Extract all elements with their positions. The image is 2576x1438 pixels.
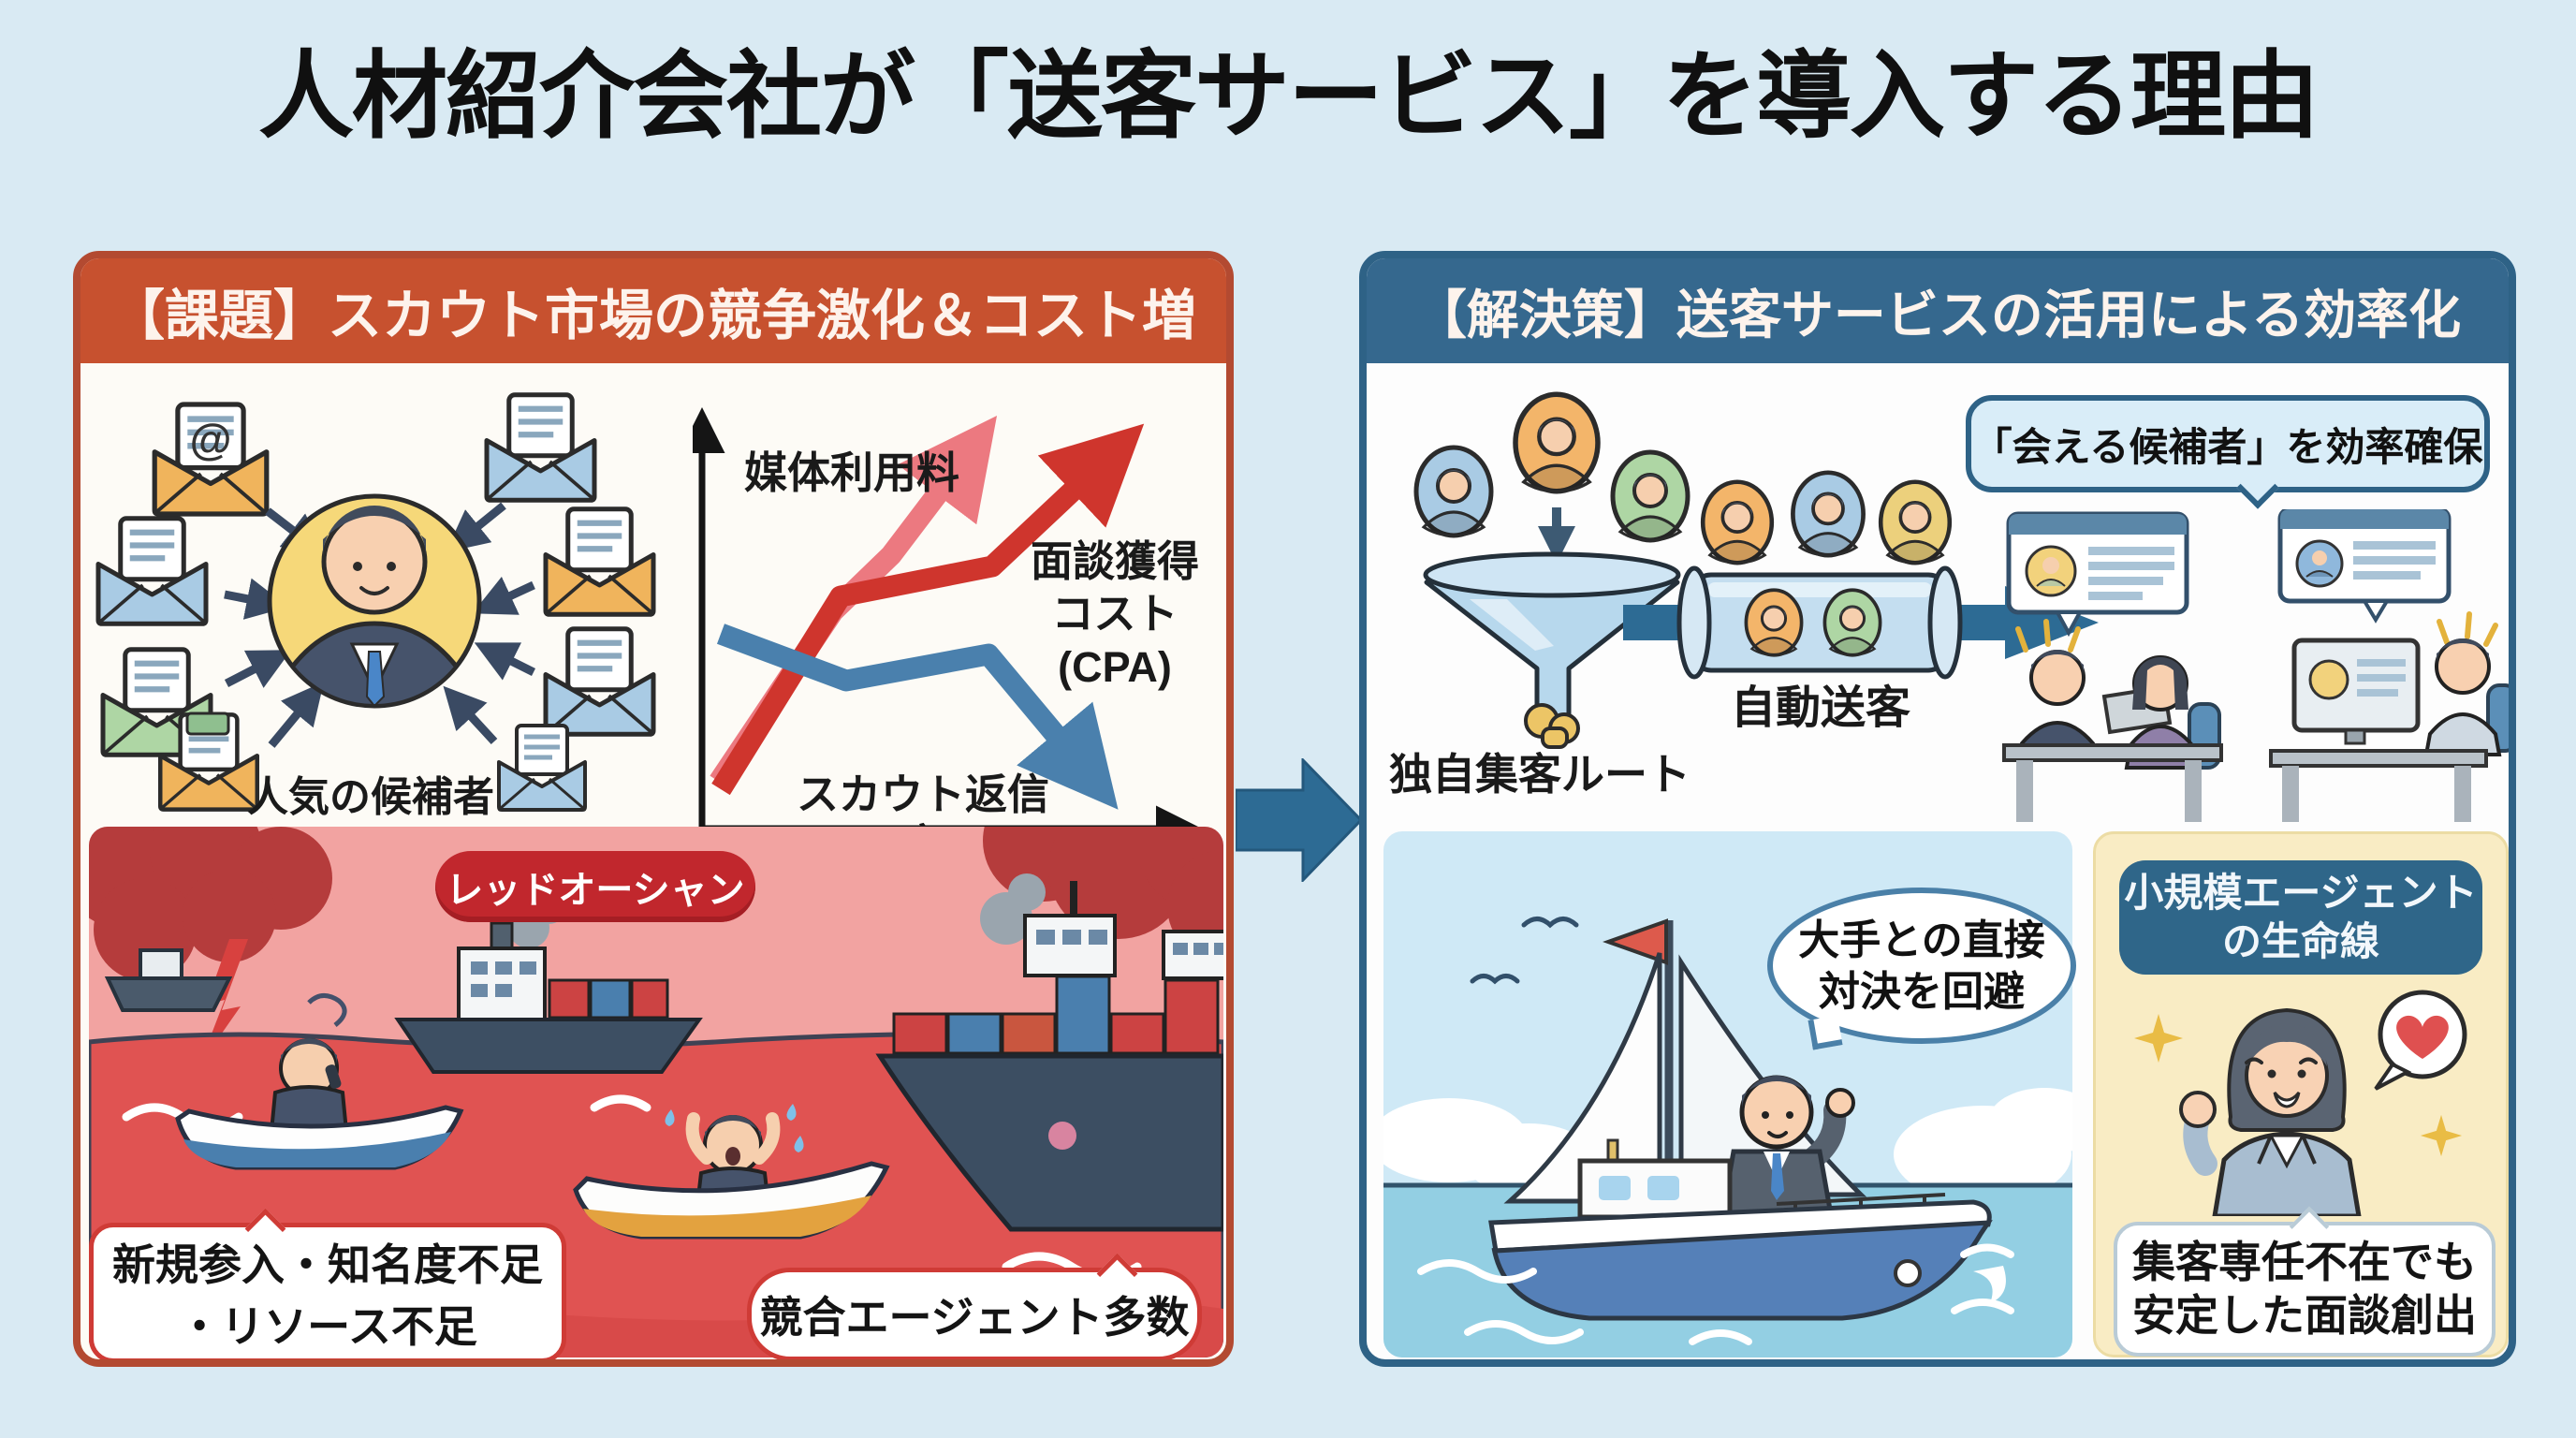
in-person-meeting: [2002, 619, 2223, 822]
heart-bubble-icon: [2374, 990, 2467, 1091]
small-ship: [104, 948, 233, 1012]
cpa-line: [711, 423, 1145, 796]
cargo-ship-large: [875, 881, 1223, 1232]
email-icon: [546, 509, 653, 615]
candidate-avatar-icon: [1515, 394, 1598, 491]
competitors-bubble: 競合エージェント多数: [747, 1253, 1202, 1359]
lifeline-card: 小規模エージェント の生命線: [2093, 831, 2509, 1357]
email-icon: [98, 519, 206, 624]
pipe-arrow-head: [1944, 586, 2099, 659]
candidate-avatar-icon: [1416, 448, 1491, 536]
struggling-rowboat-center: [573, 1104, 890, 1240]
meetings-illustration: [2002, 509, 2509, 822]
profile-card: [2277, 509, 2452, 624]
email-icon: @: [154, 404, 267, 514]
bubble-tail: [1808, 1015, 1843, 1050]
online-meeting: [2269, 611, 2509, 822]
issue-bubble: 新規参入・知名度不足 ・リソース不足: [89, 1208, 566, 1359]
foam-waves: [1417, 1243, 2014, 1345]
funnel-illustration: [1385, 374, 1694, 749]
at-symbol: @: [190, 415, 232, 463]
agent-illustration: [2134, 990, 2467, 1216]
solution-panel: 【解決策】送客サービスの活用による効率化: [1359, 251, 2516, 1367]
efficiency-bubble: 「会える候補者」を効率確保: [1966, 395, 2490, 509]
pipe-icon: [1676, 565, 1963, 680]
bird-icon: [1470, 917, 1579, 985]
auto-send-pipe-illustration: [1623, 449, 2099, 680]
lifeline-header: 小規模エージェント の生命線: [2119, 860, 2482, 975]
red-ocean-badge: レッドオーシャン: [435, 851, 755, 922]
struggling-rowboat-left: [175, 993, 464, 1170]
solution-panel-header: 【解決策】送客サービスの活用による効率化: [1367, 258, 2509, 363]
candidate-label: 人気の候補者: [247, 774, 494, 820]
email-icon: [160, 713, 257, 810]
reply-rate-line: [716, 624, 1119, 810]
candidate-avatar: [267, 493, 482, 709]
scout-emails-illustration: @: [94, 374, 693, 814]
flow-arrow-icon: [1236, 758, 1363, 882]
email-icon: [546, 629, 653, 735]
funnel-label: 独自集客ルート: [1389, 750, 1690, 799]
candidate-avatar-icon: [1881, 482, 1950, 563]
problem-panel-header: 【課題】スカウト市場の競争激化＆コスト増: [80, 258, 1226, 363]
lifeline-note: 集客専任不在でも 安定した面談創出: [2114, 1206, 2496, 1357]
email-icon: [487, 395, 594, 501]
inbound-arrows: [224, 502, 536, 748]
auto-send-label: 自動送客: [1730, 683, 1910, 733]
agent-woman: [2179, 1007, 2362, 1216]
sailboat: [1488, 918, 2006, 1321]
cpa-label: 面談獲得 コスト (CPA): [1030, 537, 1199, 691]
profile-card: [2006, 511, 2189, 638]
page-title: 人材紹介会社が「送客サービス」を導入する理由: [258, 43, 2320, 150]
lightning-icon: [199, 939, 248, 1065]
media-fee-label: 媒体利用料: [744, 448, 959, 497]
candidate-avatar-icon: [1703, 482, 1772, 563]
tap-knot-icon: [1524, 703, 1580, 749]
funnel-icon: [1423, 551, 1681, 720]
bubble-tail: [2236, 466, 2279, 509]
candidate-avatar-icon: [1793, 473, 1863, 555]
blue-ocean-illustration: [1383, 831, 2072, 1357]
problem-panel: 【課題】スカウト市場の競争激化＆コスト増 @: [73, 251, 1234, 1367]
sparkle-icon: [2134, 1014, 2463, 1157]
avoid-confrontation-bubble: 大手との直接 対決を回避: [1767, 888, 2076, 1050]
cargo-ship-mid: [394, 921, 703, 1074]
